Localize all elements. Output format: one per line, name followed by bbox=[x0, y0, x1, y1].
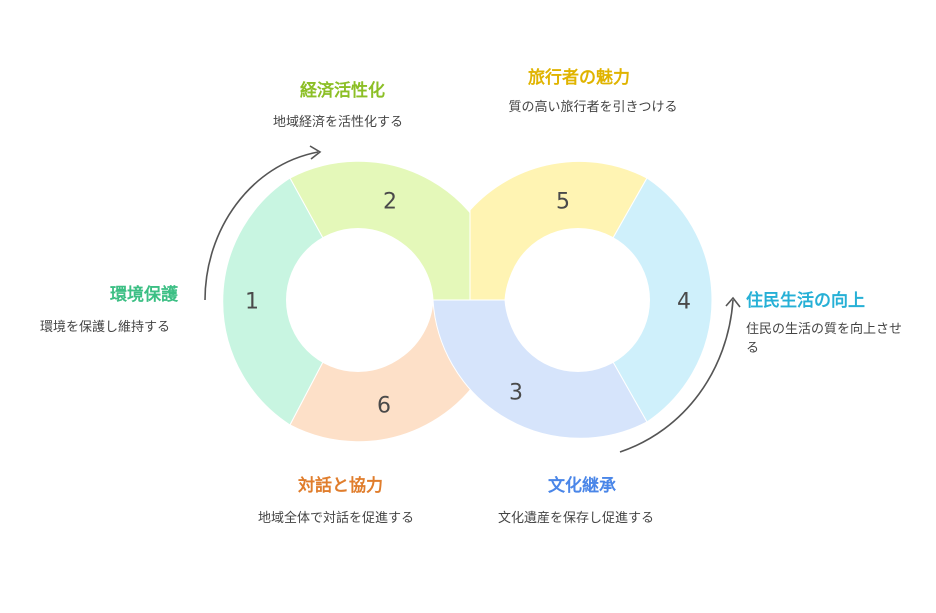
arrow-left-curve bbox=[204, 151, 319, 301]
segment-3-number: 3 bbox=[509, 381, 523, 406]
segment-2-description: 地域経済を活性化する bbox=[273, 115, 404, 130]
segment-1-title: 環境保護 bbox=[110, 285, 178, 305]
segment-2-number: 2 bbox=[383, 190, 397, 215]
segment-3-description: 文化遺産を保存し促進する bbox=[498, 511, 655, 526]
segment-6-number: 6 bbox=[377, 394, 391, 419]
segment-4-number: 4 bbox=[677, 290, 691, 315]
segment-4-description: 住民の生活の質を向上させる bbox=[746, 322, 903, 356]
right-ring-hole bbox=[506, 228, 650, 372]
segment-5-description: 質の高い旅行者を引きつける bbox=[508, 100, 678, 115]
segment-3-title: 文化継承 bbox=[548, 476, 616, 496]
segment-1-description: 環境を保護し維持する bbox=[40, 320, 171, 335]
arrow-right-head bbox=[725, 296, 741, 308]
segment-1-number: 1 bbox=[245, 290, 259, 315]
segment-4-title: 住民生活の向上 bbox=[746, 291, 865, 311]
segment-2-title: 経済活性化 bbox=[300, 81, 385, 101]
segment-6-description: 地域全体で対話を促進する bbox=[258, 511, 415, 526]
left-ring-hole bbox=[286, 228, 430, 372]
segment-5-title: 旅行者の魅力 bbox=[528, 68, 630, 88]
arrow-left-head bbox=[309, 145, 322, 160]
arrow-right-curve bbox=[619, 299, 734, 453]
segment-5-number: 5 bbox=[556, 190, 570, 215]
segment-6-title: 対話と協力 bbox=[298, 476, 383, 496]
